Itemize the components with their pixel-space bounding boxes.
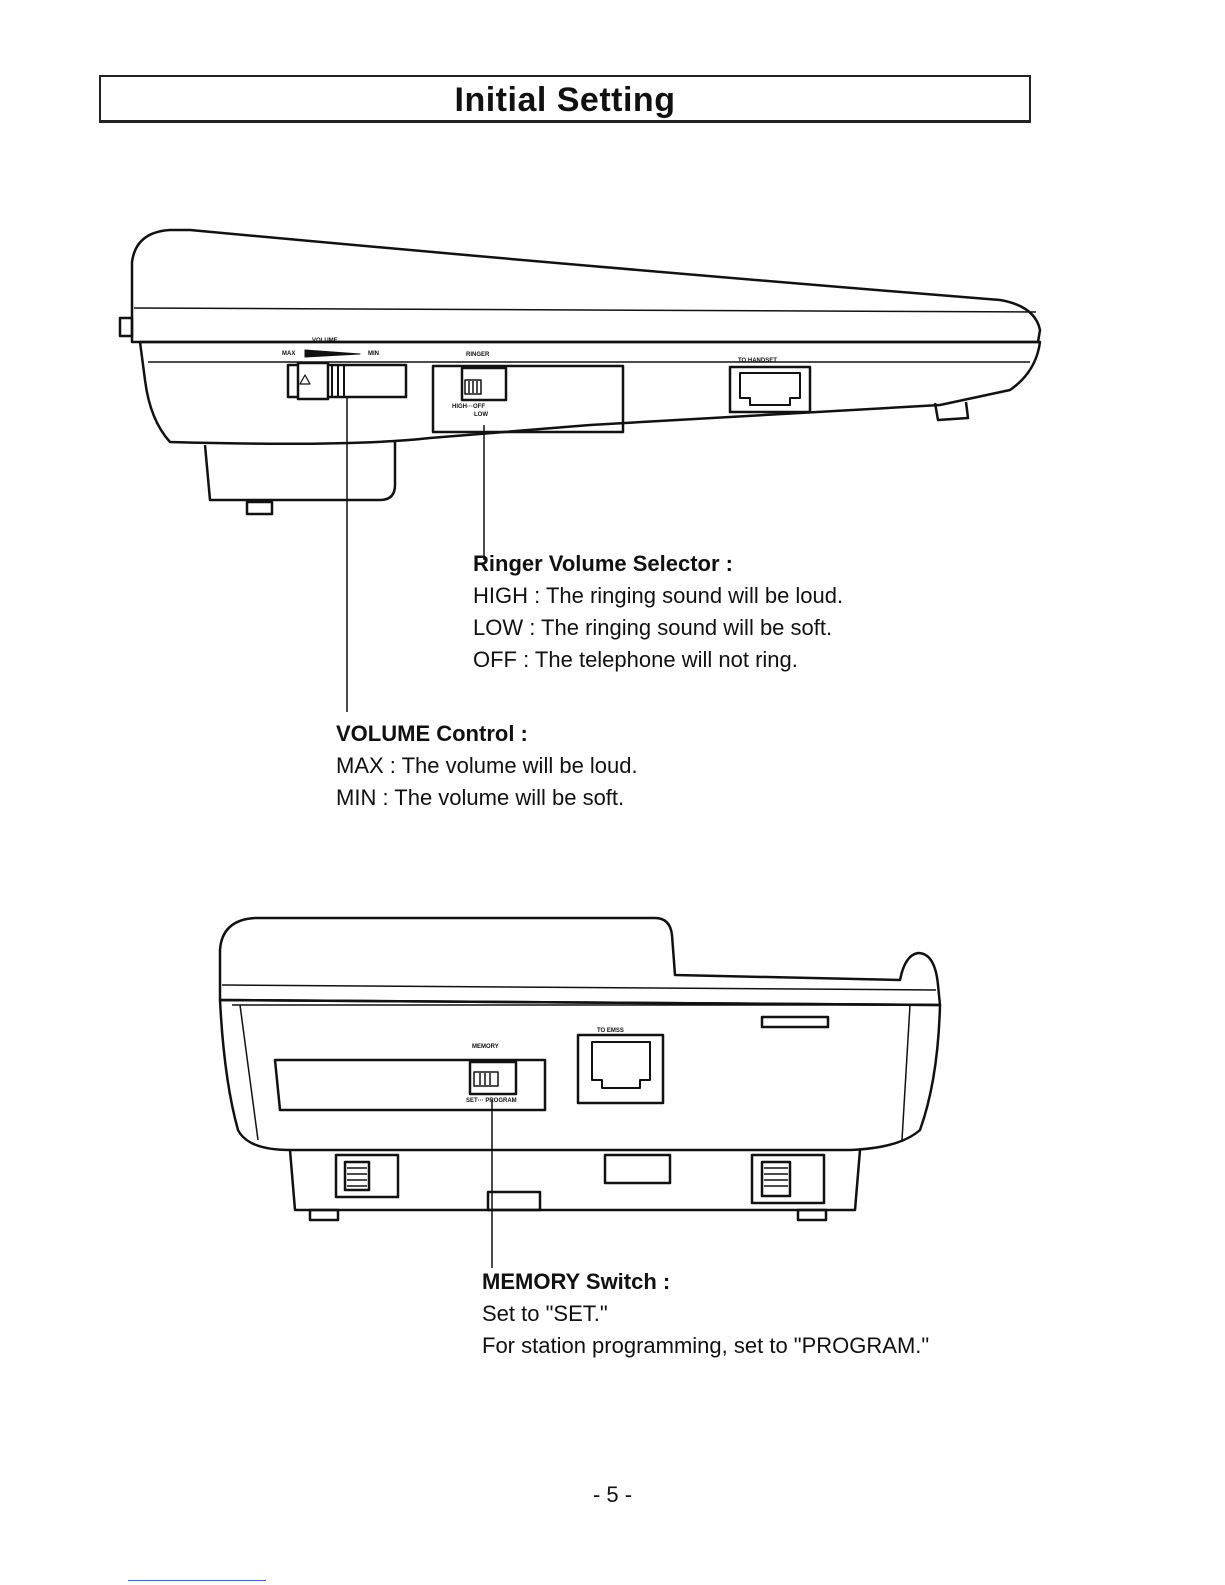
volume-wedge-icon (304, 349, 361, 358)
ringer-heading: Ringer Volume Selector : (473, 551, 733, 576)
to-handset-label: TO HANDSET (738, 358, 777, 364)
memory-heading: MEMORY Switch : (482, 1269, 671, 1294)
volume-slider-slot[interactable] (286, 363, 408, 399)
memory-description: MEMORY Switch : Set to "SET." For statio… (482, 1266, 929, 1362)
ringer-line-high: HIGH : The ringing sound will be loud. (473, 583, 844, 608)
volume-line-min: MIN : The volume will be soft. (336, 785, 625, 810)
ringer-panel (431, 364, 625, 434)
footer-rule (128, 1580, 266, 1581)
volume-max-label: MAX (282, 351, 295, 357)
memory-set-program-label: SET··· PROGRAM (466, 1098, 517, 1104)
volume-description: VOLUME Control : MAX : The volume will b… (336, 718, 638, 814)
telephone-rear-view (218, 916, 942, 1268)
ringer-low-label: LOW (474, 412, 488, 418)
ringer-switch[interactable] (460, 366, 508, 402)
ringer-line-low: LOW : The ringing sound will be soft. (473, 615, 833, 640)
rear-top-cover (218, 916, 942, 1007)
volume-label: VOLUME (312, 338, 338, 344)
memory-line-set: Set to "SET." (482, 1301, 608, 1326)
to-emss-label: TO EMSS (597, 1028, 624, 1034)
ringer-line-off: OFF : The telephone will not ring. (473, 647, 798, 672)
volume-line-max: MAX : The volume will be loud. (336, 753, 638, 778)
memory-switch[interactable] (468, 1060, 518, 1096)
side-body (138, 340, 1042, 446)
rear-slot (760, 1015, 830, 1029)
ringer-description: Ringer Volume Selector : HIGH : The ring… (473, 548, 843, 676)
rear-inner-panel (273, 1058, 547, 1112)
emss-jack (576, 1033, 665, 1105)
volume-slider-knob[interactable] (296, 361, 330, 401)
title-box: Initial Setting (99, 75, 1031, 123)
volume-heading: VOLUME Control : (336, 721, 528, 746)
rear-body (218, 998, 942, 1152)
memory-line-program: For station programming, set to "PROGRAM… (482, 1333, 930, 1358)
handset-jack (728, 365, 812, 414)
side-stand (203, 440, 397, 502)
ringer-label: RINGER (466, 352, 490, 358)
volume-min-label: MIN (368, 351, 379, 357)
ringer-high-off-label: HIGH···OFF (452, 404, 485, 410)
page-number: - 5 - (592, 1482, 633, 1507)
side-top-cover (130, 228, 1042, 344)
side-knob (118, 316, 134, 338)
rear-base (288, 1149, 862, 1212)
telephone-side-view (118, 228, 1042, 712)
memory-label: MEMORY (472, 1044, 499, 1050)
page-title: Initial Setting (454, 81, 676, 119)
